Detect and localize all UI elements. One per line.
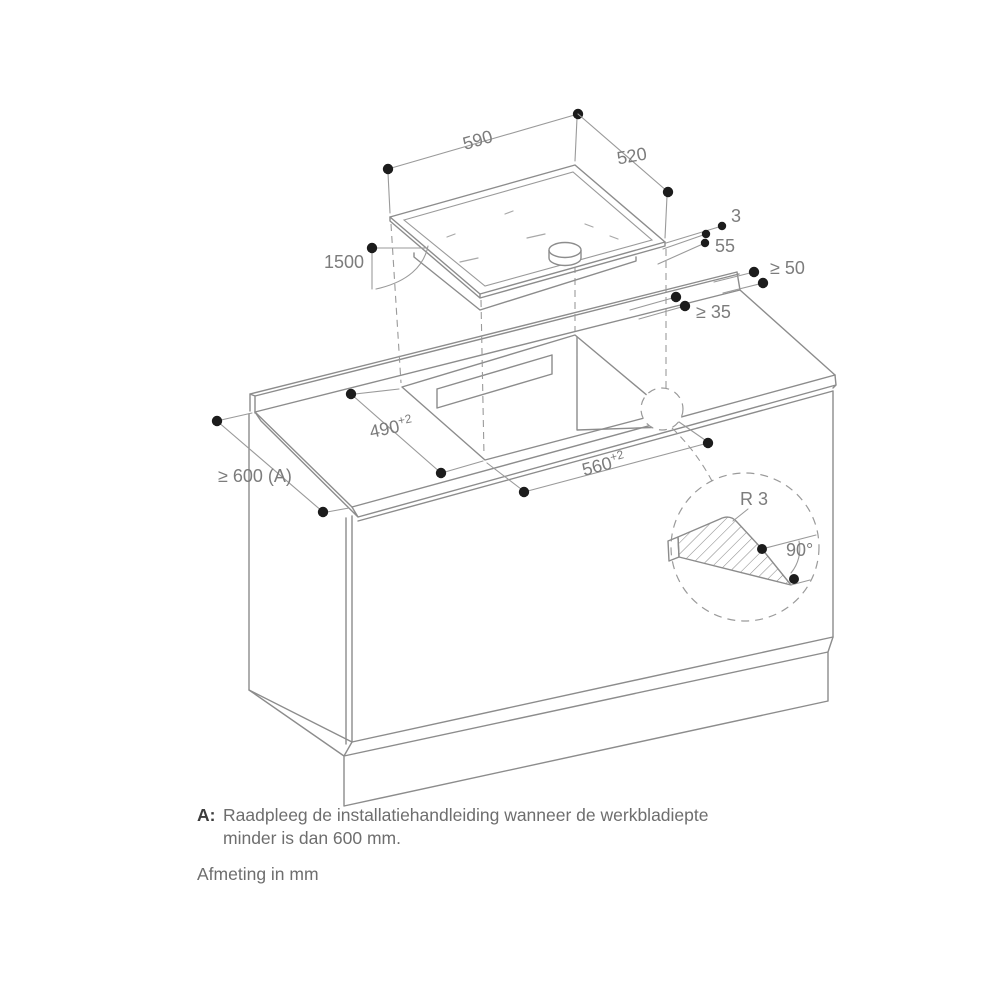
- dimension-cutout-depth: 490+2: [345, 388, 484, 479]
- hob-surface-marks: [446, 210, 619, 263]
- hob: [375, 164, 666, 311]
- dimension-worktop-depth: ≥ 600 (A): [211, 412, 350, 518]
- section-left-end: [667, 536, 680, 562]
- cutout-inner-step: [436, 336, 668, 431]
- cutout-opening: [401, 334, 668, 461]
- dim-490-label: 490+2: [367, 411, 415, 442]
- worktop-front-face: [254, 374, 837, 518]
- dim-r3-label: R 3: [740, 489, 768, 509]
- dimension-rear-clearance: ≥ 50: [713, 258, 805, 294]
- dim-520-label: 520: [615, 144, 648, 169]
- worktop-section-hatched: [677, 516, 792, 586]
- hob-cable: [375, 245, 429, 290]
- angle-arc: [790, 540, 801, 574]
- note-a-line1: Raadpleeg de installatiehandleiding wann…: [223, 805, 709, 825]
- dimension-cutout-width: 560+2: [486, 414, 714, 498]
- dim-590-label: 590: [461, 126, 495, 154]
- dim-90-label: 90°: [786, 540, 813, 560]
- hob-body: [413, 252, 637, 311]
- r3-leader: [732, 508, 749, 522]
- cabinet-front-face: [345, 390, 834, 745]
- section-ledge-lines: [761, 534, 817, 586]
- hob-glass-inner-frame: [402, 171, 654, 287]
- notes: A: Raadpleeg de installatiehandleiding w…: [197, 805, 709, 884]
- detail-connector: [671, 427, 714, 484]
- dimension-1500: 1500: [324, 242, 428, 290]
- worktop: [249, 271, 837, 518]
- dimension-3-55: 3 55: [657, 206, 741, 265]
- dim-50-label: ≥ 50: [770, 258, 805, 278]
- cabinet-plinth: [248, 636, 834, 807]
- dim-35-label: ≥ 35: [696, 302, 731, 322]
- dim-600-label: ≥ 600 (A): [218, 466, 292, 486]
- detail-source-circle: [640, 387, 684, 431]
- dim-3-label: 3: [731, 206, 741, 226]
- worktop-cutout: [401, 334, 668, 461]
- dim-560-label: 560+2: [579, 447, 627, 480]
- cabinet-left-panel: [248, 413, 353, 743]
- dimension-side-clearance: ≥ 35: [629, 291, 731, 322]
- note-a-line2: minder is dan 600 mm.: [223, 828, 401, 848]
- cabinet: [248, 390, 834, 807]
- hob-glass-edge: [389, 216, 666, 299]
- hob-knob: [548, 241, 582, 267]
- units-note: Afmeting in mm: [197, 864, 319, 884]
- note-a-prefix: A:: [197, 805, 215, 825]
- detail-callout: R 3 90°: [640, 387, 820, 622]
- dim-55-label: 55: [715, 236, 735, 256]
- dim-1500-label: 1500: [324, 252, 364, 272]
- detail-cross-section: R 3 90°: [667, 489, 817, 586]
- backsplash: [249, 271, 741, 414]
